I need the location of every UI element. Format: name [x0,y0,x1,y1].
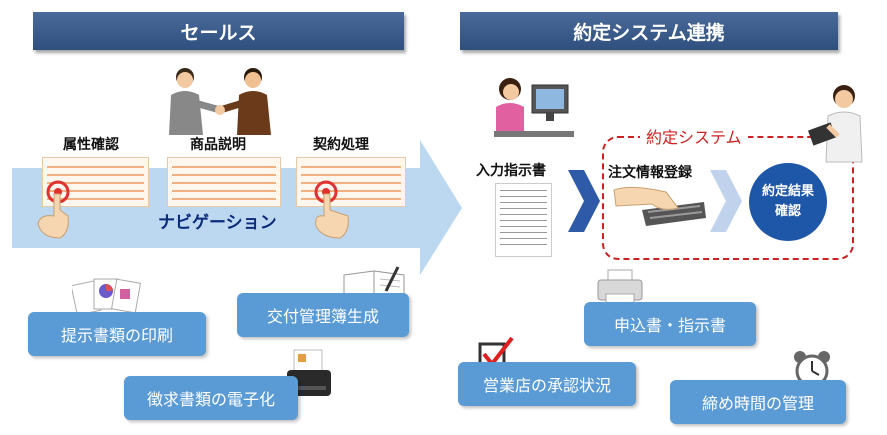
sales-header: セールス [33,12,404,50]
screen-thumbnail-product [167,157,281,207]
order-registration-label: 注文情報登録 [608,165,692,181]
contract-result-label: 約定結果確認 [761,184,814,219]
contract-result-circle: 約定結果確認 [749,163,827,241]
instruction-sheet [495,183,552,257]
feature-print-documents: 提示書類の印刷 [28,312,206,356]
feature-digitize-documents: 徴求書類の電子化 [124,376,298,420]
feature-digitize-documents-label: 徴求書類の電子化 [146,390,275,409]
step-attribute-check: 属性確認 [63,137,119,153]
scanner-icon [287,349,331,396]
feature-print-documents-label: 提示書類の印刷 [60,326,173,345]
touch-hand-icon [314,180,349,239]
chevron-right-icon [568,170,600,232]
feature-delivery-register: 交付管理簿生成 [237,293,409,337]
operator-icon [494,78,574,137]
step-product-explanation: 商品説明 [190,137,246,153]
feature-deadline-management-label: 締め時間の管理 [701,394,814,413]
brochure-icon [72,278,142,315]
contract-header: 約定システム連携 [460,12,838,50]
contract-system-label: 約定システム [640,124,748,148]
step-contract-processing: 契約処理 [313,137,369,153]
tablet-user-icon [807,85,863,163]
contract-title: 約定システム連携 [573,21,725,44]
navigation-label: ナビゲーション [158,213,277,233]
feature-branch-approval: 営業店の承認状況 [458,362,636,406]
chevron-right-icon [710,170,742,232]
feature-branch-approval-label: 営業店の承認状況 [482,376,611,395]
sales-title: セールス [180,21,257,44]
feature-application-forms: 申込書・指示書 [584,302,756,346]
printer-icon [597,269,643,305]
alarm-clock-icon [794,351,830,388]
feature-application-forms-label: 申込書・指示書 [613,316,726,335]
input-instruction-label: 入力指示書 [476,163,546,179]
feature-deadline-management: 締め時間の管理 [670,380,846,424]
feature-delivery-register-label: 交付管理簿生成 [266,307,379,326]
notebook-icon [343,266,405,300]
screen-thumbnail-contract [296,157,406,207]
handshake-icon [169,68,271,135]
touch-hand-icon [37,180,70,239]
keyboard-hand-icon [613,186,706,226]
